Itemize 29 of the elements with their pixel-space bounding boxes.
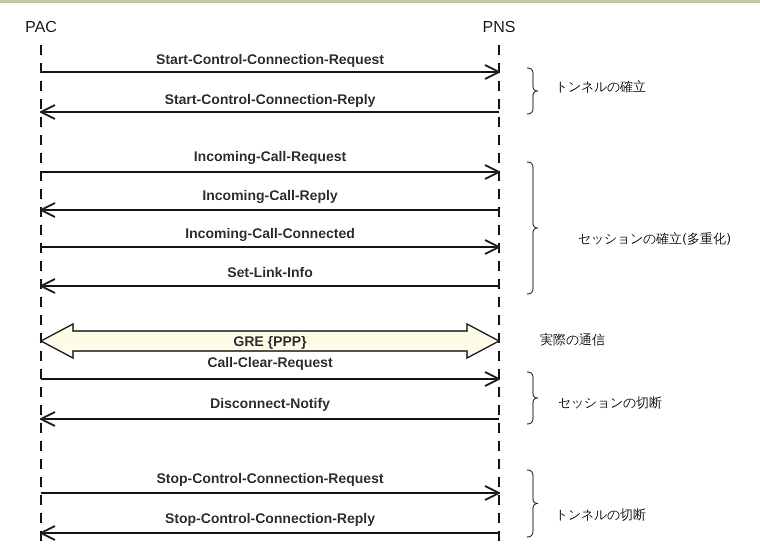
message-arrow [40, 525, 499, 541]
message-label: Start-Control-Connection-Reply [164, 91, 376, 107]
message-arrow [41, 239, 500, 255]
message-arrow [40, 278, 499, 294]
message-arrow [41, 485, 500, 501]
phase-note: トンネルの確立 [555, 80, 646, 96]
message-label: Start-Control-Connection-Request [156, 51, 384, 67]
message-label: Call-Clear-Request [207, 354, 333, 370]
message-arrow [41, 164, 500, 180]
message-label: Incoming-Call-Request [194, 148, 346, 164]
message-label: Stop-Control-Connection-Reply [165, 510, 375, 526]
message-label: GRE {PPP} [233, 333, 307, 349]
lifeline-title: PNS [482, 18, 516, 38]
phase-note: セッションの切断 [558, 396, 662, 412]
message-label: Stop-Control-Connection-Request [156, 470, 384, 486]
message-arrow [40, 202, 499, 218]
message-arrow [41, 371, 500, 387]
double-arrow [39, 322, 501, 360]
message-label: Incoming-Call-Connected [185, 225, 355, 241]
phase-note: セッションの確立(多重化) [578, 232, 732, 248]
message-arrow [41, 64, 500, 80]
message-label: Incoming-Call-Reply [202, 187, 338, 203]
lifeline-title: PAC [24, 18, 58, 38]
message-arrow [40, 411, 499, 427]
message-label: Disconnect-Notify [210, 395, 330, 411]
message-arrow [40, 104, 499, 120]
message-label: Set-Link-Info [227, 264, 313, 280]
phase-note: 実際の通信 [540, 333, 605, 349]
phase-note: トンネルの切断 [555, 508, 646, 524]
